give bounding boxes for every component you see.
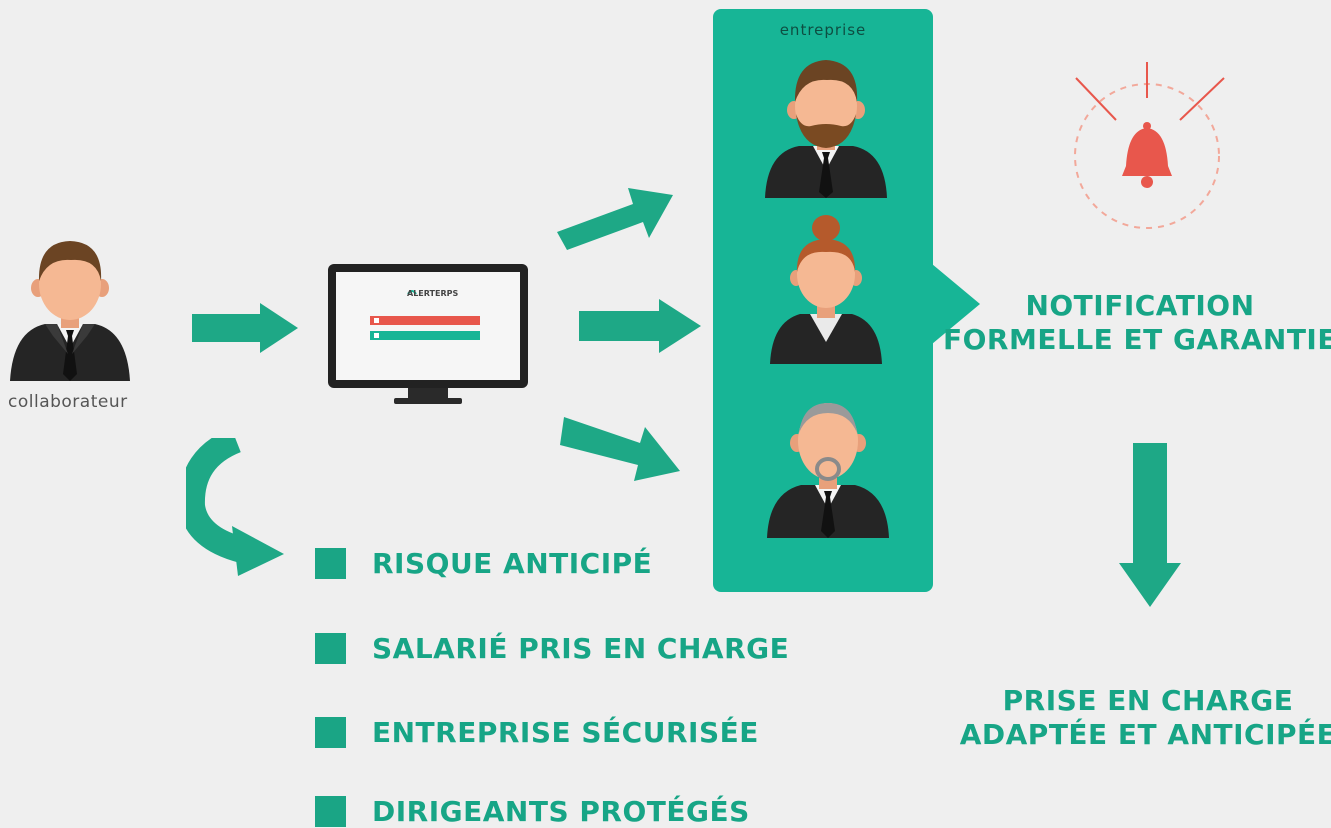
benefit-item: RISQUE ANTICIPÉ xyxy=(315,547,652,580)
manager-avatar xyxy=(765,60,887,198)
notification-headline: NOTIFICATION FORMELLE ET GARANTIE xyxy=(940,289,1331,357)
company-label: entreprise xyxy=(779,21,867,39)
benefit-item: DIRIGEANTS PROTÉGÉS xyxy=(315,795,750,828)
bullet-square-icon xyxy=(315,717,346,748)
arrow-down-right-icon xyxy=(560,417,680,481)
bullet-square-icon xyxy=(315,796,346,827)
manager-avatar xyxy=(767,403,889,538)
notification-line2: FORMELLE ET GARANTIE xyxy=(943,323,1331,356)
benefit-item: ENTREPRISE SÉCURISÉE xyxy=(315,716,759,749)
collaborator-label: collaborateur xyxy=(8,392,128,412)
bell-alert-icon xyxy=(1074,62,1225,229)
benefit-label: DIRIGEANTS PROTÉGÉS xyxy=(372,795,750,828)
panel-pointer xyxy=(932,264,980,344)
monitor-icon xyxy=(328,264,528,404)
bullet-square-icon xyxy=(315,633,346,664)
arrow-down-icon xyxy=(1119,443,1181,607)
outcome-headline: PRISE EN CHARGE ADAPTÉE ET ANTICIPÉE xyxy=(948,684,1331,752)
outcome-line2: ADAPTÉE ET ANTICIPÉE xyxy=(959,718,1331,751)
benefit-item: SALARIÉ PRIS EN CHARGE xyxy=(315,632,789,665)
outcome-line1: PRISE EN CHARGE xyxy=(1002,684,1294,717)
benefit-label: ENTREPRISE SÉCURISÉE xyxy=(372,716,759,749)
collaborator-avatar xyxy=(10,241,130,381)
arrow-up-right-icon xyxy=(557,188,673,250)
benefit-label: SALARIÉ PRIS EN CHARGE xyxy=(372,632,790,665)
screen-app-logo: ALERTERPS xyxy=(407,289,459,298)
manager-avatar xyxy=(770,215,882,364)
arrow-right-icon xyxy=(192,303,298,353)
notification-line1: NOTIFICATION xyxy=(1025,289,1255,322)
arrow-right-icon xyxy=(579,299,701,353)
benefit-label: RISQUE ANTICIPÉ xyxy=(372,547,653,580)
curved-arrow-icon xyxy=(186,438,284,576)
bullet-square-icon xyxy=(315,548,346,579)
